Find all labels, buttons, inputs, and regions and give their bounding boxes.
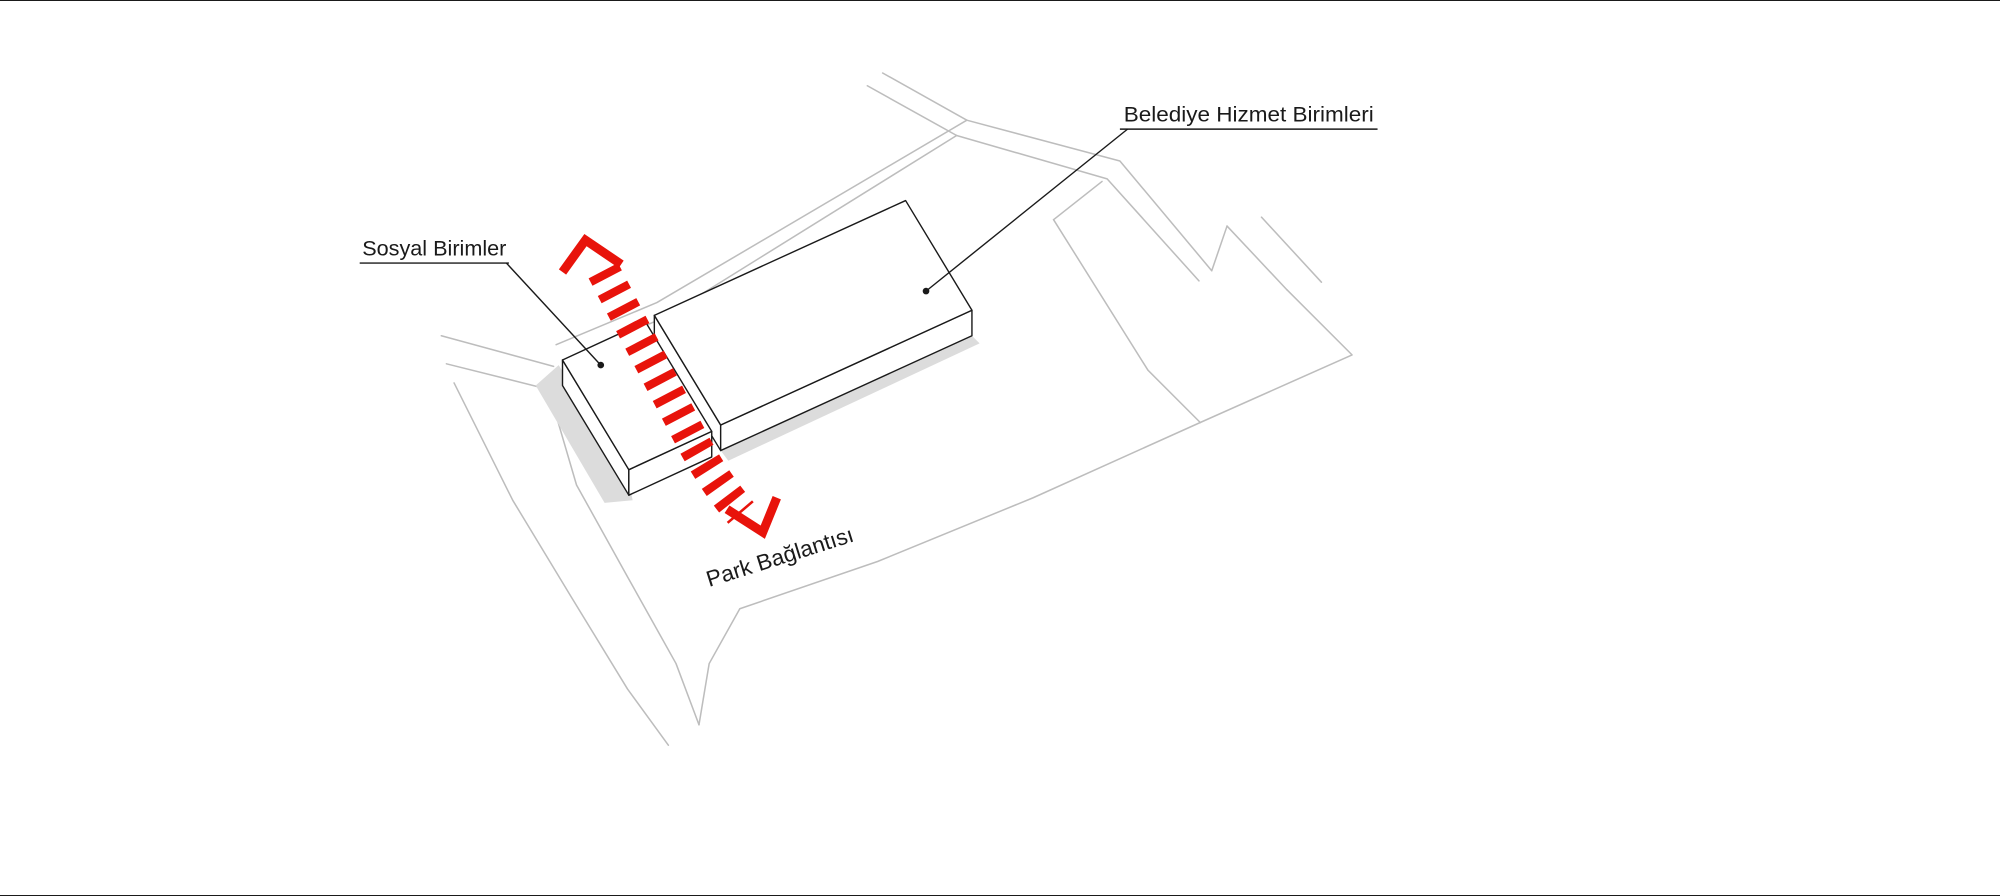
site-outline-path	[966, 119, 1213, 272]
main-building-leader-line	[925, 128, 1128, 292]
site-outline-path	[1052, 180, 1103, 221]
social-building-roof	[561, 321, 713, 471]
annotation-lines-group	[359, 128, 1378, 366]
page-top-border	[0, 0, 2000, 1]
park-connection-label: Park Bağlantısı	[703, 522, 856, 592]
site-outline-path	[453, 382, 670, 746]
main-block-shadow	[720, 335, 980, 461]
site-outline-path	[1226, 225, 1288, 291]
social-units-label: Sosyal Birimler	[362, 235, 506, 260]
social-units-leader-dot	[597, 361, 605, 369]
site-outline-group	[440, 72, 1353, 746]
site-outline-path	[698, 421, 1202, 726]
site-outline-path	[866, 84, 958, 137]
site-outline-path	[445, 363, 550, 391]
site-outline-path	[955, 134, 1200, 282]
park-connection-arrow	[558, 233, 781, 539]
main-building-label: Belediye Hizmet Birimleri	[1124, 101, 1374, 126]
site-outline-path	[1260, 216, 1323, 283]
site-outline-path	[440, 334, 555, 368]
buildings-group	[561, 199, 973, 496]
small-block-shadow	[535, 365, 633, 503]
arrow-head-down-icon	[724, 496, 781, 539]
buildings-fill-group	[561, 199, 973, 496]
arrow-head-up-icon	[558, 233, 624, 275]
site-outline-path	[547, 388, 700, 726]
site-outline-path	[881, 72, 968, 121]
arrow-hatched-band	[588, 263, 754, 524]
site-outline-path	[1052, 218, 1202, 424]
site-outline-path	[555, 119, 968, 346]
site-outline-path	[1199, 289, 1353, 424]
site-outline-path	[1210, 225, 1228, 272]
main-building-roof	[653, 199, 973, 426]
main-building-leader-dot	[922, 287, 930, 295]
social-units-leader-line	[505, 262, 602, 366]
shadow-group	[535, 335, 980, 503]
